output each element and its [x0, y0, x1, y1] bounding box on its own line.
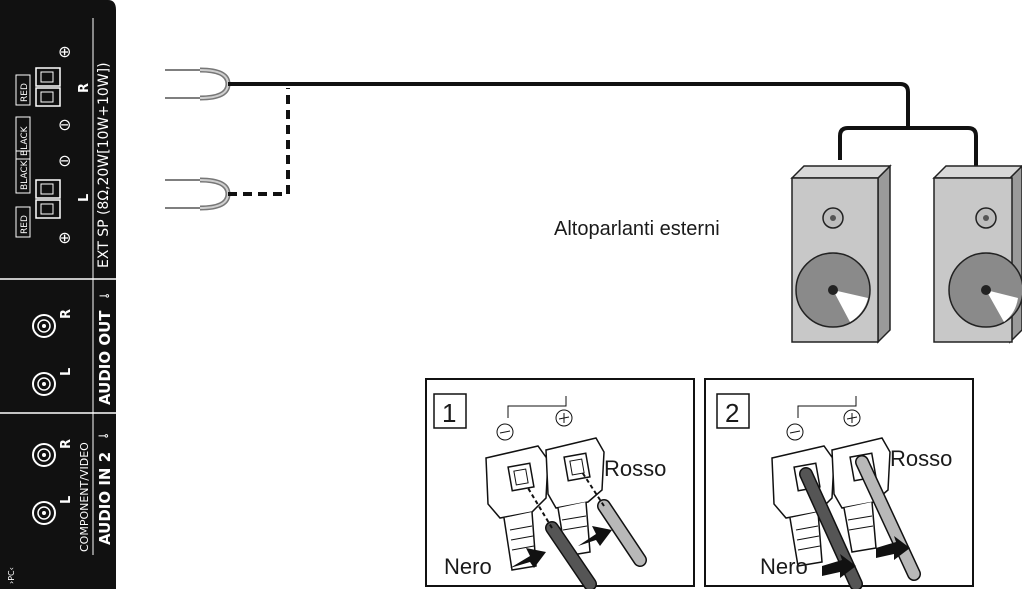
plus-icon-r: ⊕ [58, 42, 71, 61]
speaker-terminals-l: RED BLACK ⊖ ⊕ L [15, 150, 92, 247]
red-tag-l: RED [20, 215, 30, 234]
step-1-number: 1 [442, 398, 456, 428]
release-arrow-icon [876, 536, 910, 560]
step-2-number: 2 [725, 398, 739, 428]
terminal-clips [485, 437, 605, 571]
red-tag-r: RED [20, 83, 30, 102]
step-1-red-label: Rosso [604, 456, 666, 481]
audio-out-label: AUDIO OUT [96, 310, 114, 405]
l-channel-label: L [77, 194, 92, 202]
audio-in-2-label: AUDIO IN 2 [96, 452, 114, 545]
speaker-right [932, 164, 1022, 344]
audio-in-arrow-icon: ⊸ [98, 429, 109, 444]
minus-icon-l: ⊖ [58, 151, 71, 170]
step-1-panel: 1 [425, 378, 695, 589]
pc-tag: ›PC‹ [7, 567, 16, 584]
step-2-red-label: Rosso [890, 446, 952, 471]
audio-in-jacks: R L [32, 439, 74, 525]
release-arrow-icon [822, 554, 856, 578]
black-tag-l: BLACK [20, 159, 30, 190]
plus-icon-l: ⊕ [58, 228, 71, 247]
audio-out-l-label: L [59, 368, 74, 376]
step-2-panel: 2 Rosso Nero [704, 378, 974, 589]
speakers-label: Altoparlanti esterni [554, 218, 720, 240]
speaker-wires [165, 67, 978, 211]
audio-out-arrow-icon: ⊸ [99, 289, 110, 304]
speaker-left [790, 164, 892, 344]
push-arrow-icon [578, 526, 612, 546]
ext-sp-label: EXT SP (8Ω,20W[10W+10W]) [96, 62, 112, 268]
push-arrow-icon [510, 548, 546, 568]
rear-panel: EXT SP (8Ω,20W[10W+10W]) AUDIO OUT ⊸ AUD… [0, 0, 116, 589]
minus-icon-r: ⊖ [58, 115, 71, 134]
audio-out-r-label: R [59, 309, 74, 319]
step-1-black-label: Nero [444, 554, 492, 579]
component-video-label: COMPONENT/VIDEO [78, 442, 91, 552]
black-tag-r: BLACK [20, 125, 30, 156]
speaker-terminals-r: RED BLACK ⊕ ⊖ R [15, 42, 92, 160]
r-channel-label: R [77, 83, 92, 93]
audio-in-r-label: R [59, 439, 74, 449]
audio-out-jacks: R L [32, 309, 74, 396]
audio-in-l-label: L [59, 496, 74, 504]
step-2-black-label: Nero [760, 554, 808, 579]
